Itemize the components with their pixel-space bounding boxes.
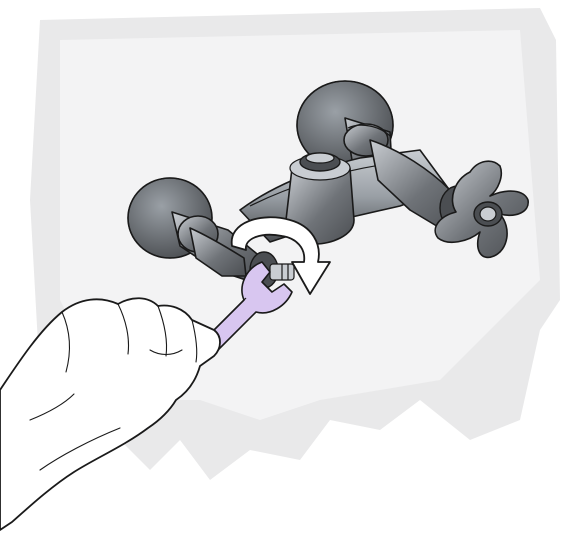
mixer-tap-installation-illustration bbox=[0, 0, 566, 534]
